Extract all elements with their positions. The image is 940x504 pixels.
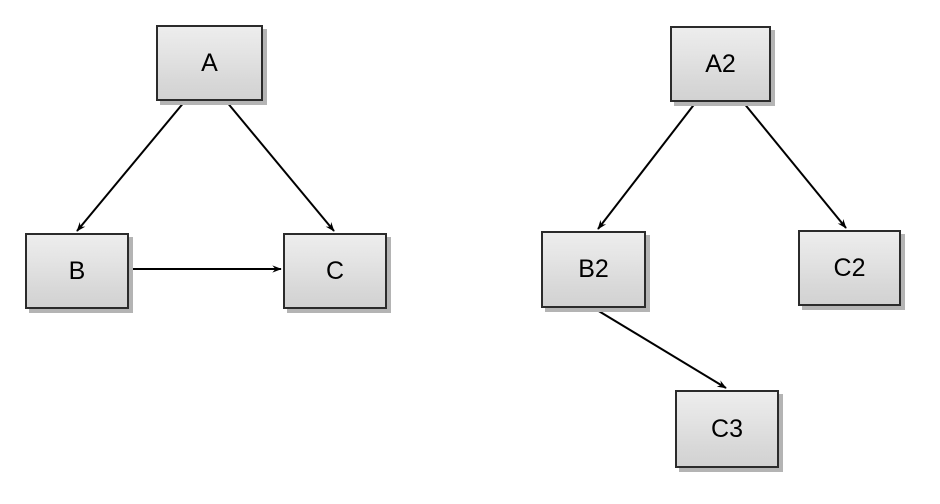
edges-group bbox=[76, 100, 847, 389]
node-c3[interactable]: C3 bbox=[675, 390, 779, 468]
node-a[interactable]: A bbox=[156, 25, 263, 101]
node-a2[interactable]: A2 bbox=[670, 26, 771, 102]
edge-b2-to-c3[interactable] bbox=[596, 309, 727, 389]
edge-a2-to-c2[interactable] bbox=[742, 101, 847, 229]
node-b2[interactable]: B2 bbox=[541, 231, 646, 308]
edge-a-to-b[interactable] bbox=[76, 100, 186, 232]
node-label-a2: A2 bbox=[705, 49, 736, 78]
node-label-c2: C2 bbox=[833, 253, 866, 282]
node-label-c: C bbox=[325, 256, 345, 285]
node-label-c3: C3 bbox=[711, 414, 743, 443]
edge-a-to-c[interactable] bbox=[225, 100, 335, 232]
node-label-b2: B2 bbox=[578, 255, 609, 283]
node-c2[interactable]: C2 bbox=[798, 230, 901, 306]
node-label-a: A bbox=[201, 48, 218, 77]
node-b[interactable]: B bbox=[25, 233, 129, 309]
node-label-b: B bbox=[68, 256, 86, 285]
node-c[interactable]: C bbox=[283, 233, 387, 309]
edge-a2-to-b2[interactable] bbox=[597, 101, 697, 230]
